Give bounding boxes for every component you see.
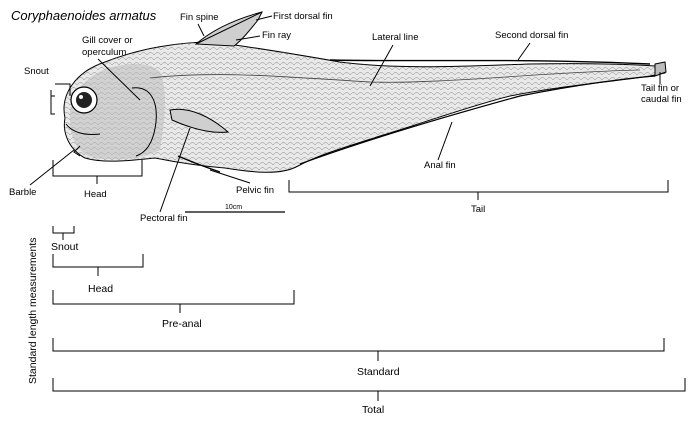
label-barble: Barble [9, 187, 36, 198]
label-first-dorsal-fin: First dorsal fin [273, 11, 333, 22]
gill-cover [131, 87, 157, 157]
lateral-line-mark [149, 69, 641, 83]
label-scale: 10cm [225, 204, 242, 211]
fin-spine-mark [195, 11, 263, 45]
label-tail-fin-line1: Tail fin or [641, 83, 679, 94]
label-fin-spine: Fin spine [180, 12, 219, 23]
label-gill-cover-line2: operculum [82, 47, 126, 58]
label-tail-fin-line2: caudal fin [641, 94, 682, 105]
anal-fin [299, 75, 656, 165]
pelvic-fin [177, 155, 221, 173]
measure-snout-label: Snout [51, 241, 79, 253]
measure-head-bracket [52, 254, 144, 268]
measure-head-label: Head [88, 283, 113, 295]
pupil [76, 92, 92, 108]
label-head: Head [84, 189, 107, 200]
anatomy-labels: Fin spine First dorsal fin Fin ray Gill … [9, 11, 682, 224]
caudal-fin [654, 61, 667, 77]
label-pelvic-fin: Pelvic fin [236, 185, 274, 196]
label-lateral-line: Lateral line [372, 32, 418, 43]
tail-bracket [288, 180, 669, 193]
label-gill-cover-line1: Gill cover or [82, 35, 133, 46]
measure-snout-bracket [52, 226, 75, 234]
mouth [65, 123, 101, 135]
label-snout: Snout [24, 66, 49, 77]
fish-illustration [63, 11, 667, 173]
label-second-dorsal-fin: Second dorsal fin [495, 30, 568, 41]
measure-preanal-label: Pre-anal [162, 318, 202, 330]
measure-preanal-bracket [52, 290, 295, 305]
snout-bracket [50, 90, 55, 115]
measure-standard-bracket [52, 338, 665, 352]
measure-total-label: Total [362, 404, 384, 416]
label-anal-fin: Anal fin [424, 160, 456, 171]
measurements-axis-title: Standard length measurements [27, 237, 39, 384]
head-bracket [52, 160, 143, 177]
label-pectoral-fin: Pectoral fin [140, 213, 188, 224]
measure-total-bracket [52, 378, 686, 392]
measure-standard-label: Standard [357, 366, 400, 378]
label-fin-ray: Fin ray [262, 30, 291, 41]
pectoral-fin [169, 108, 230, 133]
barble [73, 145, 81, 157]
diagram-title: Coryphaenoides armatus [11, 8, 157, 23]
label-tail: Tail [471, 204, 485, 215]
length-measurements: Standard length measurements Snout Head … [27, 226, 686, 416]
second-dorsal-fin [329, 59, 651, 65]
head-shading [69, 63, 165, 160]
